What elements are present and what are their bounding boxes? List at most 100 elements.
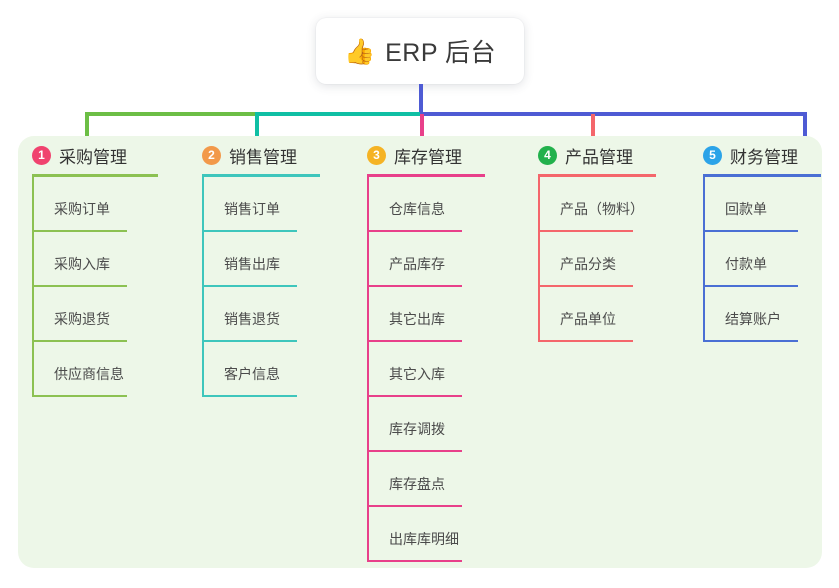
branch-title: 销售管理	[229, 147, 297, 167]
thumbs-up-icon: 👍	[343, 36, 376, 66]
bar-segment-indigo	[420, 112, 807, 116]
branch-item-label: 其它出库	[389, 311, 445, 327]
branch-header-rule	[32, 174, 158, 177]
branch-header-finance[interactable]: 5 财务管理	[701, 136, 821, 177]
branch-header-rule	[538, 174, 656, 177]
item-stem-connector	[32, 287, 34, 342]
item-stem-connector	[32, 232, 34, 287]
branch-item-rule	[202, 285, 297, 287]
item-stem-connector	[202, 342, 204, 397]
branch-item-rule	[367, 340, 462, 342]
branch-header-inventory[interactable]: 3 库存管理	[365, 136, 485, 177]
root-stem-connector	[419, 84, 423, 115]
branch-number-badge: 5	[703, 145, 722, 165]
branch-item-label: 产品（物料）	[560, 201, 644, 217]
branch-item-rule	[538, 285, 633, 287]
branch-item-rule	[32, 230, 127, 232]
branch-item-rule	[538, 340, 633, 342]
item-stem-connector	[202, 287, 204, 342]
branch-item-rule	[367, 505, 462, 507]
drop-inventory	[420, 114, 424, 144]
item-stem-connector	[538, 232, 540, 287]
branch-item-rule	[32, 395, 127, 397]
item-stem-connector	[32, 342, 34, 397]
branch-header-rule	[367, 174, 485, 177]
item-stem-connector	[32, 177, 34, 232]
branch-item-label: 销售订单	[224, 201, 280, 217]
branch-item-rule	[32, 285, 127, 287]
branch-item-label: 采购退货	[54, 311, 110, 327]
branch-item-label: 出库库明细	[389, 531, 459, 547]
item-stem-connector	[367, 177, 369, 232]
branch-header-rule	[202, 174, 320, 177]
branch-item-rule	[202, 230, 297, 232]
branch-item-label: 产品分类	[560, 256, 616, 272]
branch-title: 采购管理	[59, 147, 127, 167]
drop-finance	[803, 114, 807, 144]
branch-column-product: 4 产品管理产品（物料） 产品分类产品单位	[536, 136, 656, 342]
branch-item-rule	[703, 340, 798, 342]
branch-title: 库存管理	[394, 147, 462, 167]
branch-column-sales: 2 销售管理销售订单销售出库销售退货客户信息	[200, 136, 320, 397]
branch-number-badge: 3	[367, 145, 386, 165]
item-stem-connector	[367, 342, 369, 397]
item-stem-connector	[538, 177, 540, 232]
item-stem-connector	[367, 287, 369, 342]
branch-number-badge: 2	[202, 145, 221, 165]
branch-item-label: 付款单	[725, 256, 767, 272]
branches-panel: 1 采购管理采购订单采购入库采购退货供应商信息 2 销售管理销售订单销售出库销售退货客…	[18, 136, 822, 568]
item-stem-connector	[538, 287, 540, 342]
branch-column-inventory: 3 库存管理仓库信息产品库存其它出库其它入库库存调拨库存盘点出库库明细	[365, 136, 485, 562]
branch-header-purchasing[interactable]: 1 采购管理	[30, 136, 158, 177]
branch-item-rule	[202, 395, 297, 397]
root-node-title: ERP 后台	[385, 39, 497, 67]
item-stem-connector	[703, 232, 705, 287]
item-stem-connector	[202, 232, 204, 287]
bar-segment-teal	[255, 112, 422, 116]
branch-number-badge: 4	[538, 145, 557, 165]
branch-item-rule	[367, 230, 462, 232]
branch-item-label: 产品单位	[560, 311, 616, 327]
branch-item-rule	[703, 285, 798, 287]
branch-item-label: 销售出库	[224, 256, 280, 272]
branch-item-label: 销售退货	[224, 311, 280, 327]
item-stem-connector	[367, 397, 369, 452]
branch-item-rule	[703, 230, 798, 232]
branch-item-label: 其它入库	[389, 366, 445, 382]
branch-item-label: 采购订单	[54, 201, 110, 217]
item-stem-connector	[703, 177, 705, 232]
branch-item-label: 回款单	[725, 201, 767, 217]
branch-item-label: 结算账户	[725, 311, 781, 327]
branch-header-rule	[703, 174, 821, 177]
branch-item-rule	[202, 340, 297, 342]
branch-item-label: 产品库存	[389, 256, 445, 272]
branch-column-finance: 5 财务管理回款单付款单结算账户	[701, 136, 821, 342]
branch-item-label: 库存盘点	[389, 476, 445, 492]
item-stem-connector	[202, 177, 204, 232]
branch-item-rule	[367, 560, 462, 562]
branch-item-label: 采购入库	[54, 256, 110, 272]
branch-title: 财务管理	[730, 147, 798, 167]
branch-header-sales[interactable]: 2 销售管理	[200, 136, 320, 177]
branch-item-rule	[538, 230, 633, 232]
item-stem-connector	[367, 507, 369, 562]
branch-item-rule	[367, 285, 462, 287]
item-stem-connector	[703, 287, 705, 342]
item-stem-connector	[367, 232, 369, 287]
branch-item-rule	[32, 340, 127, 342]
branch-item-label: 仓库信息	[389, 201, 445, 217]
item-stem-connector	[367, 452, 369, 507]
root-node-card[interactable]: 👍 ERP 后台	[316, 18, 524, 84]
branch-number-badge: 1	[32, 145, 51, 165]
branch-item-label: 库存调拨	[389, 421, 445, 437]
branch-column-purchasing: 1 采购管理采购订单采购入库采购退货供应商信息	[30, 136, 158, 397]
branch-item-label: 客户信息	[224, 366, 280, 382]
drop-purchasing	[85, 114, 89, 144]
branch-item-label: 供应商信息	[54, 366, 124, 382]
branch-header-product[interactable]: 4 产品管理	[536, 136, 656, 177]
branch-title: 产品管理	[565, 147, 633, 167]
branch-item-rule	[367, 450, 462, 452]
drop-product	[591, 114, 595, 144]
bar-segment-green	[85, 112, 257, 116]
